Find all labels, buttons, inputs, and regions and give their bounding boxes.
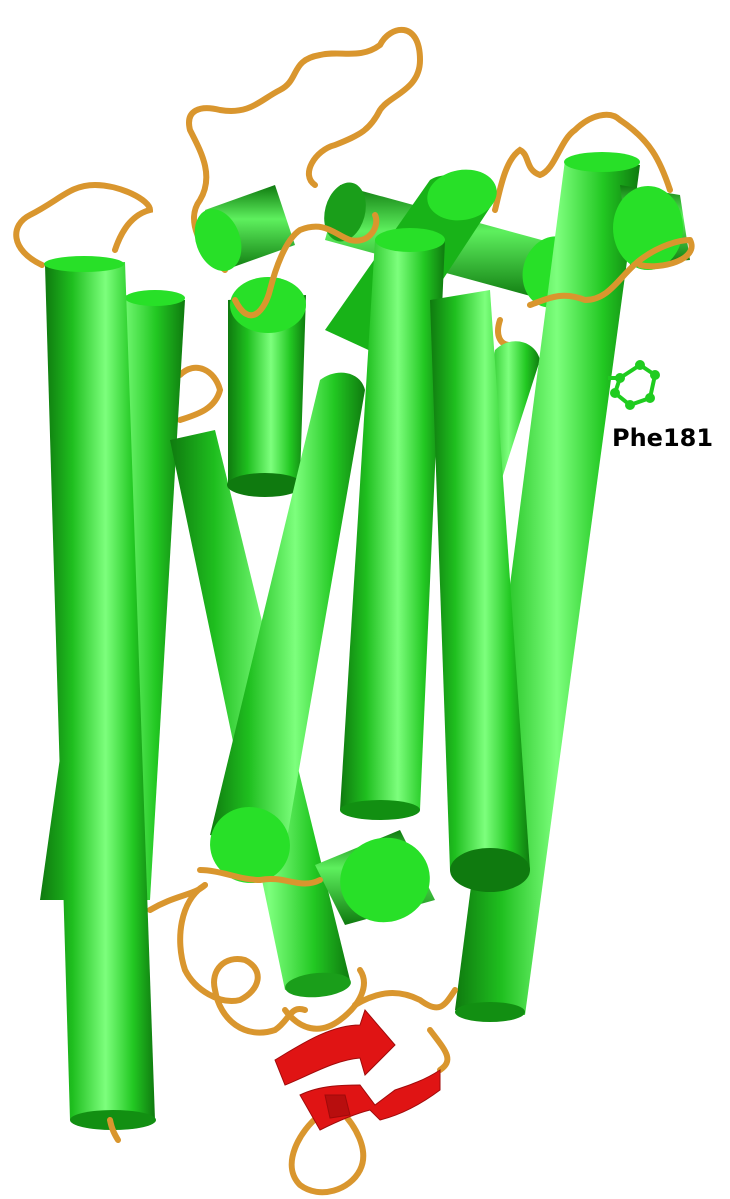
residue-label-phe181: Phe181 — [612, 424, 713, 452]
beta-strand — [275, 1010, 440, 1130]
helix-front-group — [44, 256, 365, 1130]
